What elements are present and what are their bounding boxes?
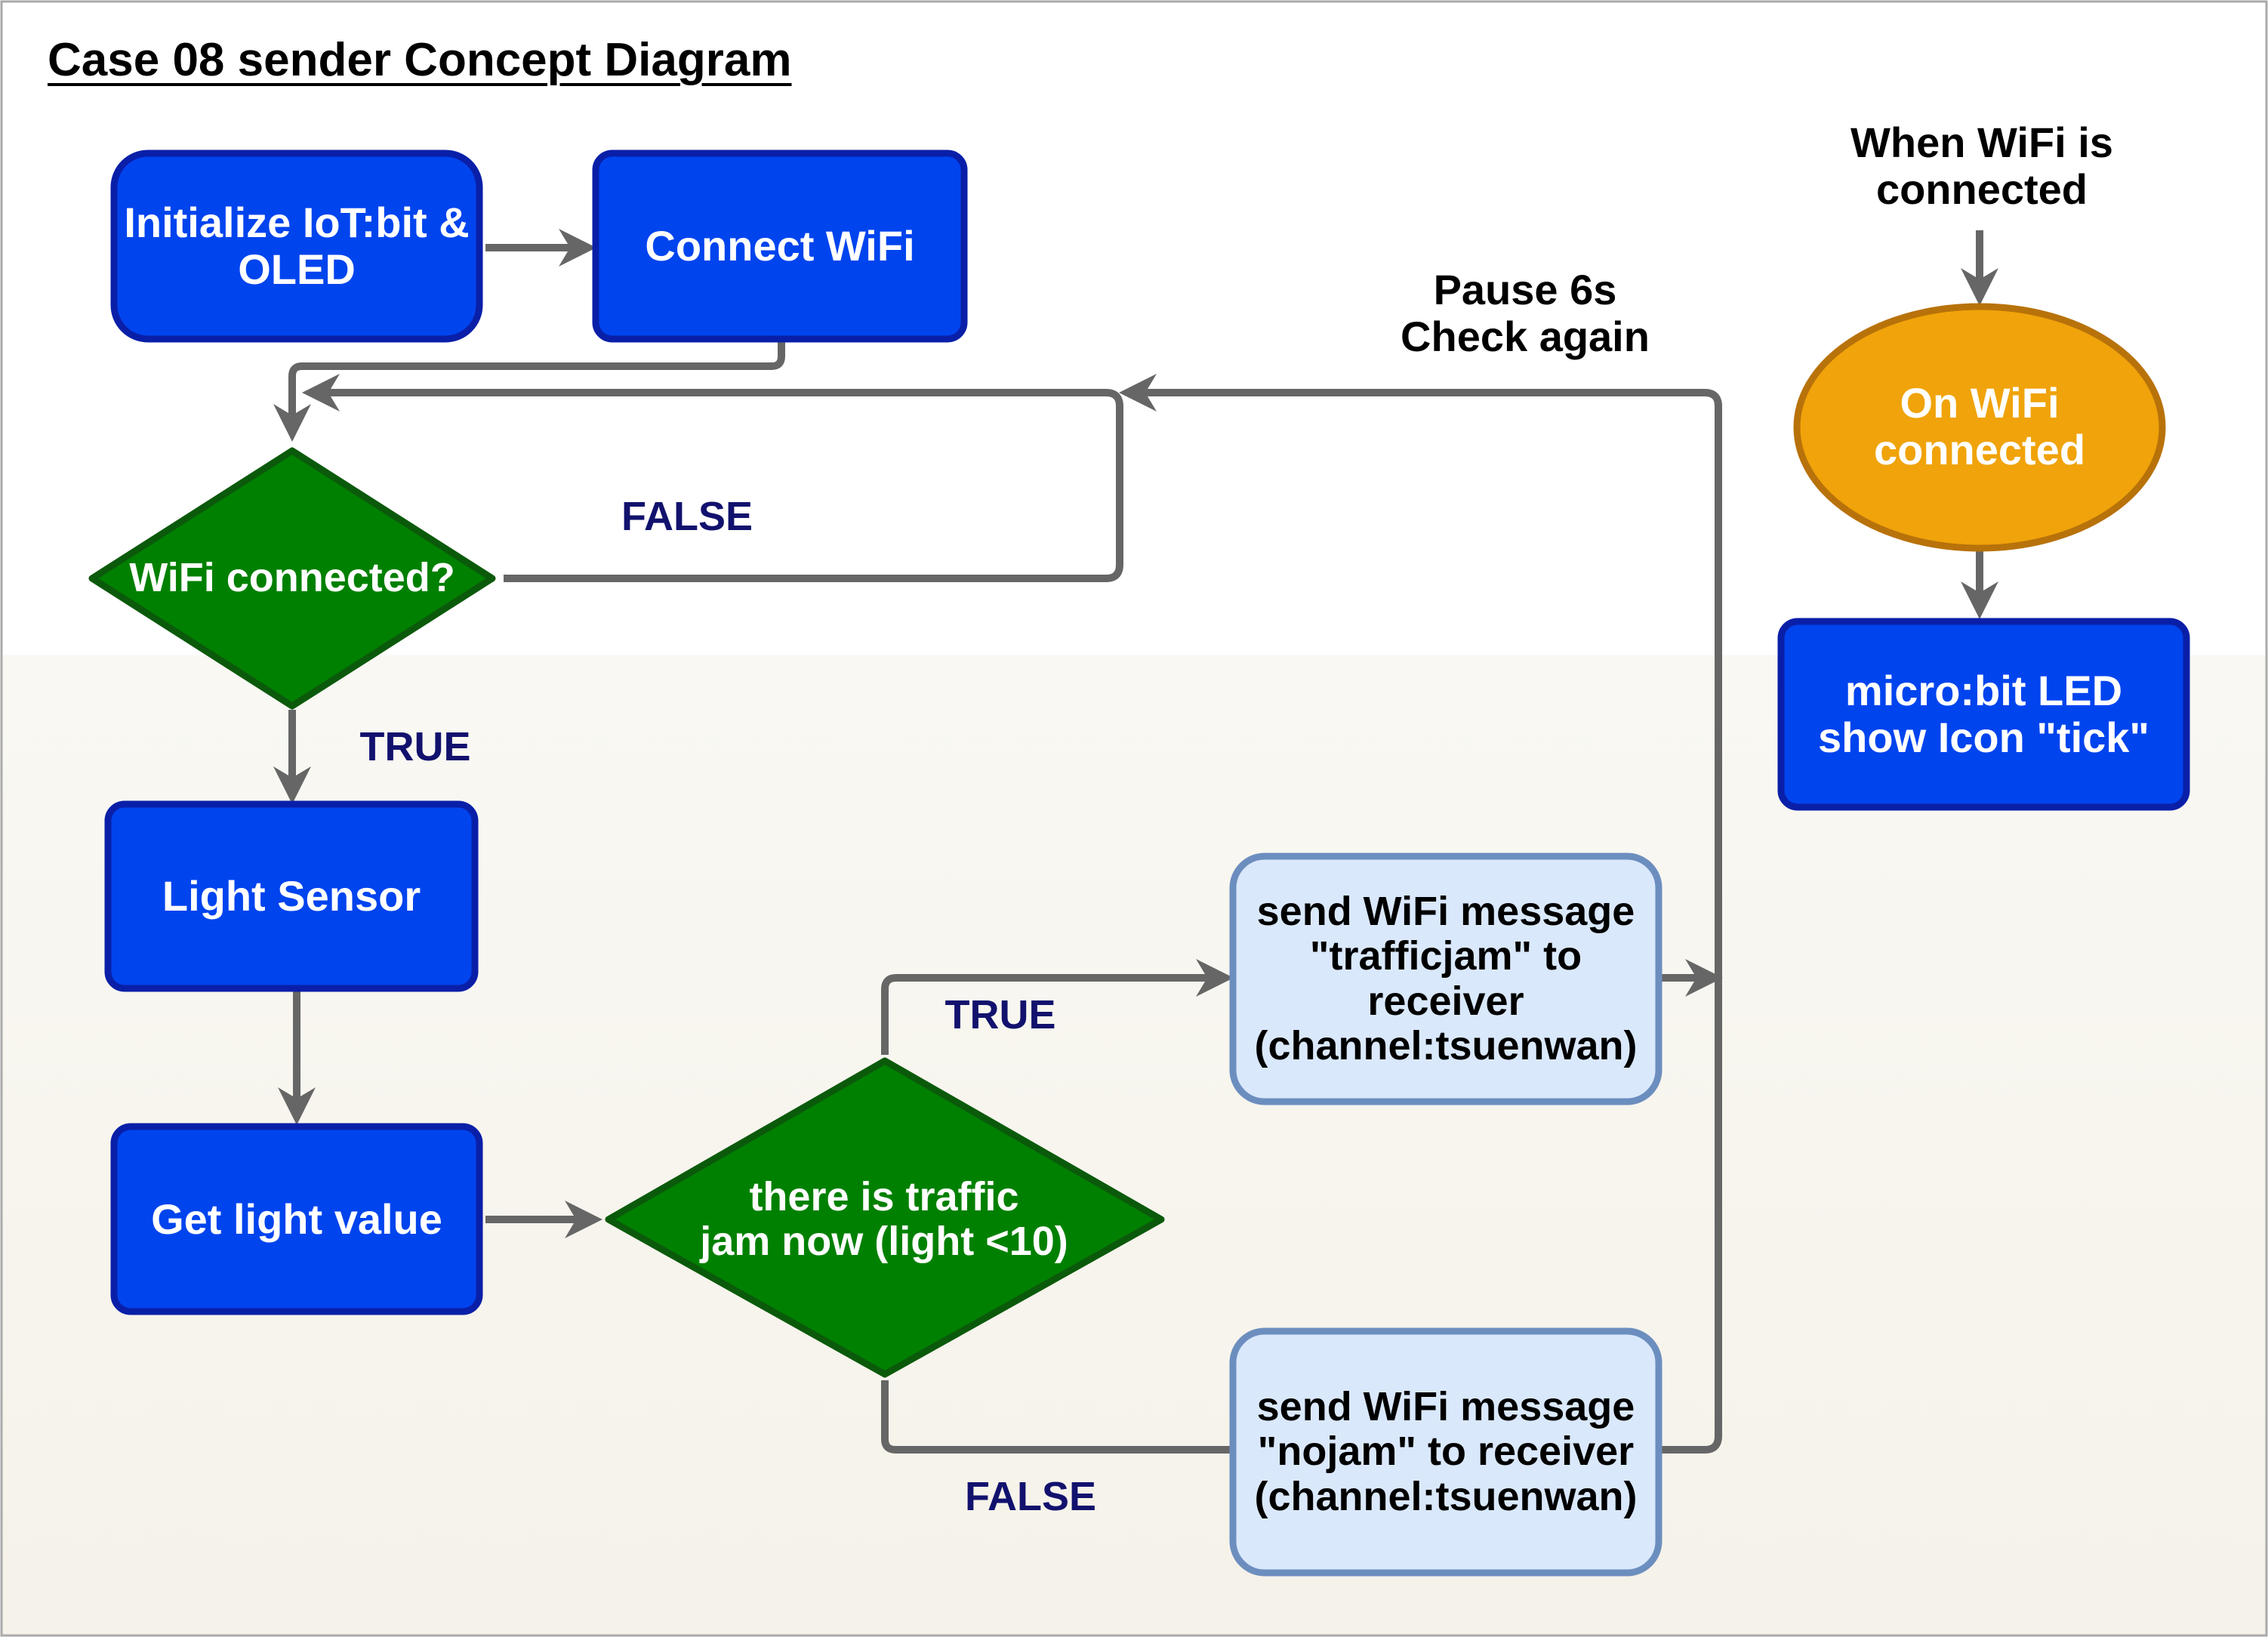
node-get-light-label: Get light value xyxy=(151,1195,442,1243)
node-connect-wifi-label: Connect WiFi xyxy=(645,222,915,270)
node-init-label: Initialize IoT:bit & OLED xyxy=(124,199,470,293)
node-send-jam-box xyxy=(1229,852,1662,1105)
node-wifi-check-diamond xyxy=(88,447,496,710)
node-led-tick-box xyxy=(1777,618,2190,811)
edge-nojam-to-loop xyxy=(1119,374,1722,1454)
node-traffic-check-diamond xyxy=(605,1057,1165,1378)
node-on-wifi-ellipse xyxy=(1793,303,2166,552)
node-send-nojam-box xyxy=(1229,1327,1662,1577)
edge-label-wifi-false: FALSE xyxy=(621,494,753,540)
edge-traffic-true xyxy=(881,959,1234,1055)
node-light-sensor-box xyxy=(104,800,479,992)
edge-wifi-false-loop xyxy=(302,374,1123,582)
node-led-tick-label: micro:bit LED show Icon "tick" xyxy=(1818,667,2149,761)
node-light-sensor-label: Light Sensor xyxy=(162,872,421,920)
edge-label-traffic-true: TRUE xyxy=(944,992,1056,1038)
edge-label-traffic-false: FALSE xyxy=(964,1474,1097,1520)
node-connect-wifi-box xyxy=(592,150,968,343)
edge-label-when-wifi: When WiFi is connected xyxy=(1850,119,2113,213)
diagram-title: Case 08 sender Concept Diagram xyxy=(48,34,792,86)
edge-label-wifi-true: TRUE xyxy=(359,724,471,770)
node-traffic-check-label: there is traffic jam now (light <10) xyxy=(700,1173,1068,1264)
edge-label-pause: Pause 6s Check again xyxy=(1401,266,1650,360)
edge-traffic-false xyxy=(881,1380,1234,1454)
edge-connect-to-wifi-check xyxy=(273,341,785,442)
node-wifi-check-label: WiFi connected? xyxy=(129,555,455,601)
node-send-jam-label: send WiFi message "trafficjam" to receiv… xyxy=(1254,888,1638,1068)
node-init-box xyxy=(110,150,483,343)
node-send-nojam-label: send WiFi message "nojam" to receiver (c… xyxy=(1254,1383,1638,1519)
node-get-light-box xyxy=(110,1123,483,1315)
node-on-wifi-label: On WiFi connected xyxy=(1873,379,2086,473)
